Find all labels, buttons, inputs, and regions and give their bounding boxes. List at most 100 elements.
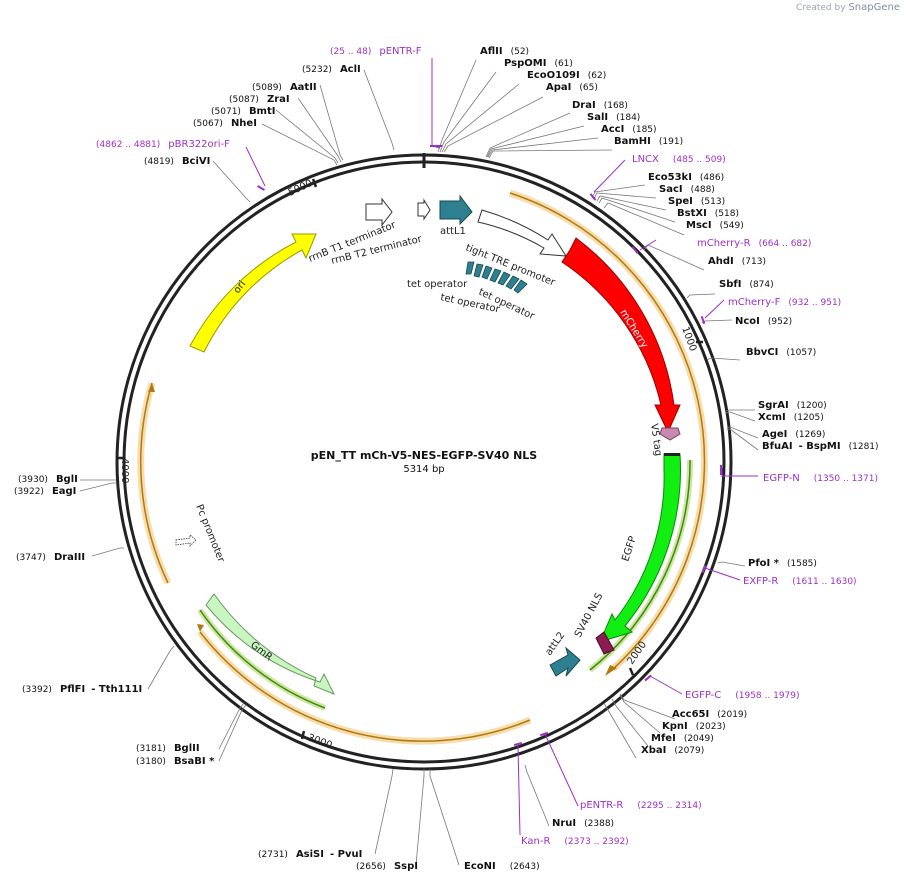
site-apai: ApaI (546, 82, 571, 93)
svg-text:ApaI(65): ApaI(65) (546, 82, 598, 93)
site-sbfi: SbfI (719, 279, 741, 290)
feature-pc-promoter (175, 534, 197, 547)
site-xbai: XbaI (641, 745, 666, 756)
site-sali: SalI (587, 112, 608, 123)
svg-text:AccI(185): AccI(185) (601, 124, 657, 135)
svg-text:SgrAI(1200): SgrAI(1200) (758, 400, 827, 411)
svg-text:SbfI(874): SbfI(874) (719, 279, 774, 290)
svg-text:Eco53kI(486): Eco53kI(486) (648, 172, 724, 183)
site-bglii: BglII (174, 743, 200, 754)
svg-text:(5089)AatII: (5089)AatII (252, 82, 317, 93)
site-bgli: BglI (56, 474, 78, 485)
svg-text:(5071)BmtI: (5071)BmtI (211, 106, 275, 117)
svg-text:pENTR-R(2295 .. 2314): pENTR-R(2295 .. 2314) (580, 800, 702, 811)
primer-pbr322ori-f: pBR322ori-F (168, 139, 230, 150)
svg-text:(3747)DraIII: (3747)DraIII (16, 552, 85, 563)
site-eagi: EagI (52, 486, 76, 497)
svg-text:Kan-R(2373 .. 2392): Kan-R(2373 .. 2392) (521, 836, 629, 847)
site-zrai: ZraI (267, 94, 290, 105)
svg-text:(3180)BsaBI *: (3180)BsaBI * (136, 756, 215, 767)
feature-egfp (599, 453, 681, 643)
site-ncoi: NcoI (735, 316, 760, 327)
site-bstxi: BstXI (677, 208, 707, 219)
svg-text:XbaI(2079): XbaI(2079) (641, 745, 704, 756)
primer-pentr-r: pENTR-R (580, 800, 623, 811)
label-v5-tag: V5 tag (648, 423, 663, 457)
svg-text:(3392)PflFI- Tth111I: (3392)PflFI- Tth111I (22, 684, 142, 695)
svg-text:MscI(549): MscI(549) (686, 220, 744, 231)
site-xcmi: XcmI (758, 412, 786, 423)
plasmid-size: 5314 bp (403, 464, 444, 475)
svg-text:NcoI(952): NcoI(952) (735, 316, 792, 327)
svg-text:SpeI(513): SpeI(513) (668, 196, 725, 207)
primer-pentr-f: pENTR-F (379, 46, 421, 57)
svg-text:(3922)EagI: (3922)EagI (14, 486, 76, 497)
svg-text:EXFP-R(1611 .. 1630): EXFP-R(1611 .. 1630) (743, 576, 857, 587)
svg-text:SalI(184): SalI(184) (587, 112, 640, 123)
svg-text:BbvCI(1057): BbvCI(1057) (746, 347, 816, 358)
feature-tet-operators (465, 261, 528, 294)
svg-text:LNCX(485 .. 509): LNCX(485 .. 509) (632, 154, 726, 165)
svg-text:MfeI(2049): MfeI(2049) (651, 733, 714, 744)
label-pc-promoter: Pc promoter (193, 503, 226, 565)
tick-4000: 4000 (119, 458, 130, 483)
primer-kan-r: Kan-R (521, 836, 550, 847)
site-spei: SpeI (668, 196, 693, 207)
site-ecoo109i: EcoO109I (527, 70, 580, 81)
feature-attl2 (549, 646, 581, 677)
svg-text:mCherry-F(932 .. 951): mCherry-F(932 .. 951) (728, 297, 841, 308)
svg-text:(5232)AclI: (5232)AclI (302, 64, 361, 75)
feature-v5-tag (659, 427, 681, 441)
svg-text:Acc65I(2019): Acc65I(2019) (672, 709, 747, 720)
svg-text:EcoO109I(62): EcoO109I(62) (527, 70, 606, 81)
svg-text:(3181)BglII: (3181)BglII (136, 743, 200, 754)
svg-text:BfuAI- BspMI(1281): BfuAI- BspMI(1281) (762, 441, 879, 452)
svg-text:(2656)SspI: (2656)SspI (356, 861, 418, 872)
backbone-inner (122, 160, 726, 764)
site-acli: AclI (340, 64, 361, 75)
site-pflfi: PflFI (60, 684, 85, 695)
feature-gmr (205, 593, 336, 695)
svg-text:BstXI(518): BstXI(518) (677, 208, 739, 219)
feature-sv40-nls (595, 631, 615, 655)
feature-rrnb-t1 (365, 197, 393, 227)
primer-mcherry-r: mCherry-R (697, 238, 751, 249)
svg-text:NruI(2388): NruI(2388) (552, 818, 614, 829)
site-bfuai: BfuAI (762, 441, 793, 452)
feature-rrnb-t2 (417, 198, 431, 221)
site-nrui: NruI (552, 818, 576, 829)
svg-text:(5067)NheI: (5067)NheI (193, 118, 257, 129)
svg-text:DraI(168): DraI(168) (572, 100, 628, 111)
svg-text:EcoNI(2643): EcoNI(2643) (464, 861, 540, 872)
site-econi: EcoNI (464, 861, 496, 872)
svg-text:(5087)ZraI: (5087)ZraI (229, 94, 290, 105)
site-acc65i: Acc65I (672, 709, 709, 720)
site-kpni: KpnI (662, 721, 688, 732)
svg-text:PfoI *(1585): PfoI *(1585) (748, 558, 817, 569)
site-mfei: MfeI (651, 733, 676, 744)
site-pspomi: PspOMI (504, 58, 546, 69)
label-egfp: EGFP (620, 535, 638, 563)
site-aflii: AflII (480, 46, 503, 57)
site-agei: AgeI (762, 429, 787, 440)
svg-text:(25 .. 48)pENTR-F: (25 .. 48)pENTR-F (330, 46, 422, 57)
primer-egfp-c: EGFP-C (685, 690, 721, 701)
site-drai: DraI (572, 100, 596, 111)
label-sv40-nls: SV40 NLS (573, 591, 605, 639)
primer-mcherry-f: mCherry-F (728, 297, 781, 308)
site-nhei: NheI (231, 118, 257, 129)
site-sspi: SspI (394, 861, 418, 872)
snapgene-watermark: Created by SnapGene (796, 2, 900, 13)
svg-text:(3930)BglI: (3930)BglI (18, 474, 78, 485)
svg-text:AgeI(1269): AgeI(1269) (762, 429, 825, 440)
site-acci: AccI (601, 124, 624, 135)
feature-attl1 (439, 194, 473, 226)
label-tet-operator-1: tet operator (407, 279, 468, 290)
label-attl1: attL1 (440, 226, 466, 237)
primer-exfp-r: EXFP-R (743, 576, 778, 587)
backbone-outer (115, 153, 733, 771)
site-bbvci: BbvCI (746, 347, 778, 358)
site-draiii: DraIII (54, 552, 85, 563)
site-bsabi: BsaBI * (174, 756, 215, 767)
